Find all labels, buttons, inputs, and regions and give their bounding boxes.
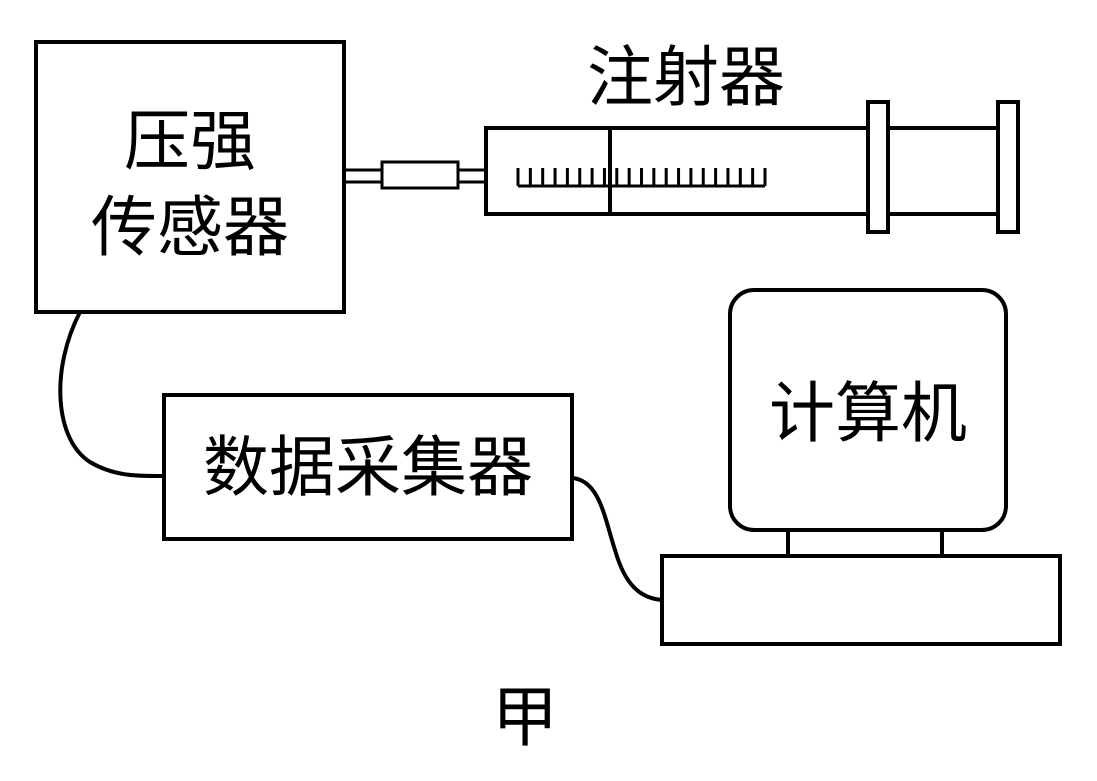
computer: 计算机 <box>660 288 1062 646</box>
pressure-sensor-box <box>34 40 346 314</box>
cable-collector-to-computer <box>571 476 663 602</box>
cable-sensor-to-collector <box>58 311 165 479</box>
pressure-sensor-label-line2: 传感器 <box>91 189 289 266</box>
pressure-sensor: 压强 传感器 <box>34 40 346 314</box>
computer-label: 计算机 <box>769 375 967 452</box>
tube-coupler <box>380 160 460 190</box>
syringe-scale <box>516 168 767 188</box>
syringe: 注射器 <box>484 39 1020 234</box>
connecting-tube <box>344 160 486 190</box>
figure-caption: 甲 <box>492 679 558 756</box>
data-collector: 数据采集器 <box>162 393 574 541</box>
data-collector-label: 数据采集器 <box>203 429 533 506</box>
syringe-plunger-rod <box>886 126 1000 216</box>
computer-base <box>660 554 1062 646</box>
data-collector-box <box>162 393 574 541</box>
computer-stand <box>786 528 944 558</box>
syringe-label: 注射器 <box>587 39 785 116</box>
syringe-plunger-head <box>996 100 1020 234</box>
syringe-flange <box>866 100 890 234</box>
pressure-sensor-label-line1: 压强 <box>124 103 256 180</box>
